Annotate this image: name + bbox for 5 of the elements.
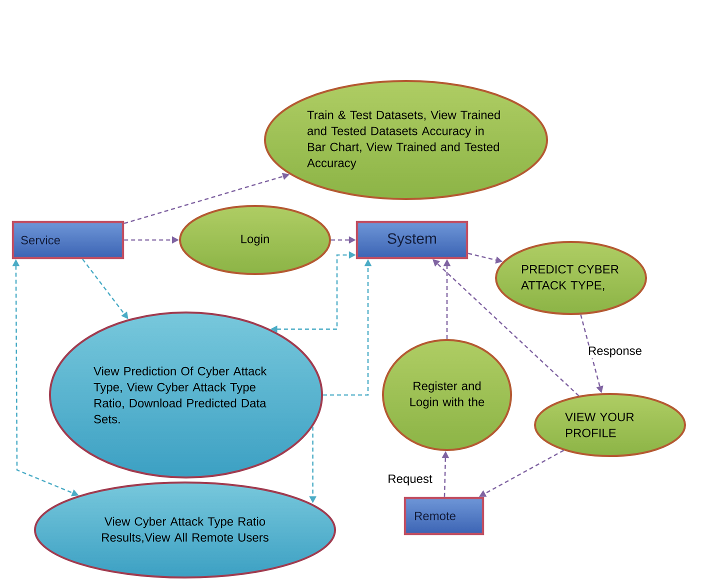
process-box: Remote	[404, 496, 484, 536]
edge-label: Response	[587, 346, 644, 358]
process-box: System	[356, 220, 468, 260]
process-box: Service	[12, 220, 124, 260]
edge-label: Request	[386, 474, 434, 486]
